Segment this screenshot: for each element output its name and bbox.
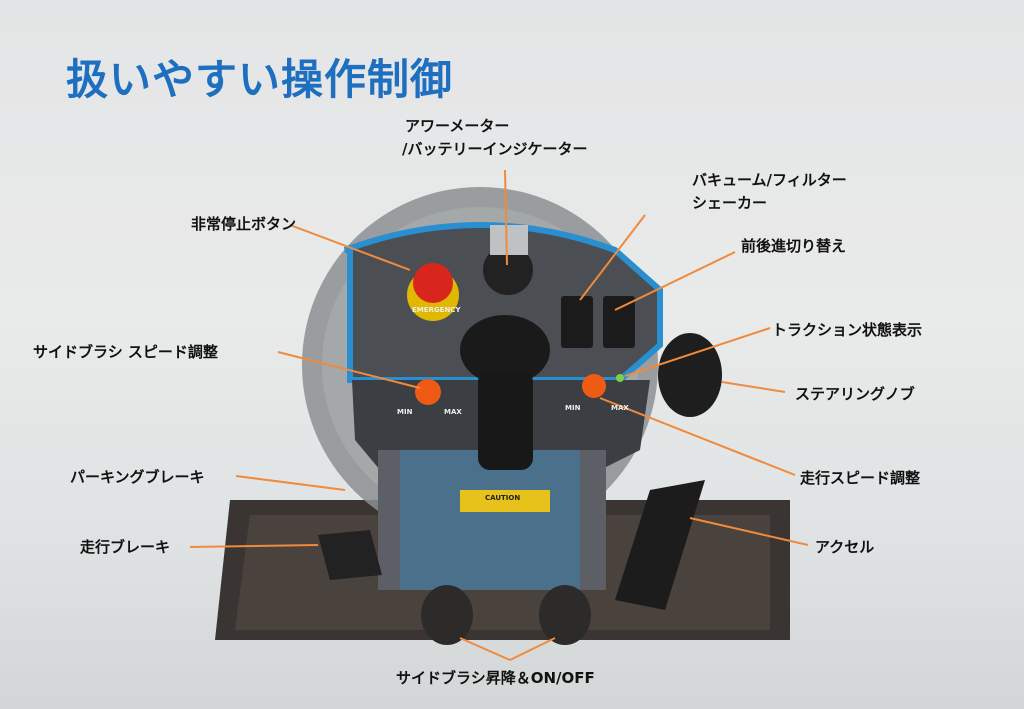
label-vacuum: バキューム/フィルター: [692, 171, 847, 189]
max-text: MAX: [444, 408, 462, 416]
joystick: [478, 370, 533, 470]
side-brush-speed-knob: [415, 379, 441, 405]
label-traction-status: トラクション状態表示: [772, 321, 923, 339]
label-filter-shaker: シェーカー: [692, 194, 768, 212]
label-parking-brake: パーキングブレーキ: [70, 468, 205, 486]
side-brush-lever-left: [421, 585, 473, 645]
label-steering-knob: ステアリングノブ: [795, 385, 915, 403]
label-drive-brake: 走行ブレーキ: [80, 538, 171, 556]
accelerator-pedal: [615, 480, 705, 610]
min-text: MIN: [397, 408, 413, 416]
brake-pedal: [318, 530, 382, 580]
column: [378, 450, 606, 590]
label-side-brush-lift: サイドブラシ昇降＆ON/OFF: [396, 669, 595, 687]
emergency-stop-button: [413, 263, 453, 303]
label-drive-speed: 走行スピード調整: [800, 469, 921, 487]
label-accelerator: アクセル: [815, 538, 875, 556]
direction-switch: [603, 296, 635, 348]
traction-led: [616, 374, 624, 382]
label-forward-reverse: 前後進切り替え: [741, 237, 847, 255]
page-title: 扱いやすい操作制御: [66, 55, 454, 104]
label-side-brush-speed: サイドブラシ スピード調整: [33, 343, 218, 361]
min-text-right: MIN: [565, 404, 581, 412]
leader-lines: [189, 169, 809, 661]
label-battery-indicator: /バッテリーインジケーター: [402, 140, 588, 158]
steering-knob: [658, 333, 722, 417]
drive-speed-knob: [582, 374, 606, 398]
label-emergency-stop: 非常停止ボタン: [191, 215, 297, 233]
max-text-right: MAX: [611, 404, 629, 412]
label-hour-meter: アワーメーター: [405, 117, 510, 135]
emergency-text: EMERGENCY: [412, 306, 461, 314]
side-brush-lever-right: [539, 585, 591, 645]
vacuum-switch: [561, 296, 593, 348]
caution-text: CAUTION: [485, 494, 521, 502]
